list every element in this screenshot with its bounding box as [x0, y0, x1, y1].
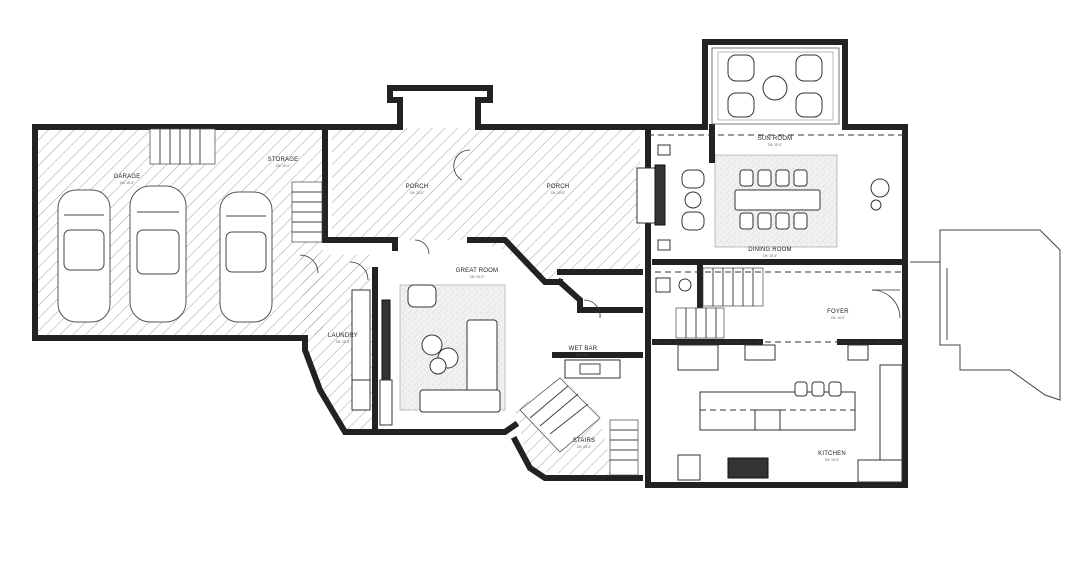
- sun-room-sub: CH: 10'-0": [768, 143, 783, 147]
- fireplace-seating: [636, 144, 705, 251]
- wet-bar-counter: [564, 359, 621, 379]
- garage-stairs: [149, 128, 216, 165]
- overhead-lines: [648, 134, 905, 411]
- exterior-deck: [910, 229, 1061, 401]
- garage-cars: [57, 185, 273, 323]
- car-middle: [129, 185, 187, 323]
- sun-room-windows: [711, 47, 840, 125]
- great-room-label: GREAT ROOM: [456, 268, 498, 274]
- car-left: [57, 189, 111, 323]
- dining-table-set: [734, 169, 890, 230]
- walls: [32, 39, 908, 488]
- laundry-label: LAUNDRY: [328, 333, 358, 339]
- porch-left-sub: CH: 10'-0": [410, 191, 425, 195]
- kitchen-label: KITCHEN: [818, 451, 846, 457]
- storage-sub: CH: 10'-0": [276, 164, 291, 168]
- garage-label: GARAGE: [114, 174, 141, 180]
- storage-label: STORAGE: [268, 157, 299, 163]
- kitchen-sub: CH: 10'-0": [825, 458, 840, 462]
- dining-room-label: DINING ROOM: [748, 247, 792, 253]
- car-right: [219, 191, 273, 323]
- great-room-furniture: [381, 284, 501, 413]
- storage-stairs: [291, 181, 323, 243]
- doors: [299, 149, 901, 319]
- foyer-sub: CH: 10'-0": [831, 316, 846, 320]
- garage-sub: CH: 10'-0": [120, 181, 135, 185]
- wet-bar-label: WET BAR: [569, 346, 598, 352]
- center-stairs: [519, 377, 639, 476]
- foyer-label: FOYER: [827, 309, 849, 315]
- great-room-sub: CH: 10'-0": [470, 275, 485, 279]
- foyer-stairs: [655, 267, 764, 339]
- kitchen-fixtures: [677, 344, 903, 483]
- wet-bar-sub: CH: 10'-0": [576, 353, 591, 357]
- sun-room-furniture: [727, 54, 823, 118]
- sun-room-label: SUN ROOM: [758, 136, 793, 142]
- porch-right-label: PORCH: [547, 184, 570, 190]
- stairs-sub: CH: 10'-0": [577, 445, 592, 449]
- dining-room-sub: CH: 10'-0": [763, 254, 778, 258]
- porch-right-sub: CH: 10'-0": [551, 191, 566, 195]
- room-labels: GARAGE CH: 10'-0" STORAGE CH: 10'-0" POR…: [114, 136, 850, 462]
- laundry-sub: CH: 10'-0": [336, 340, 351, 344]
- laundry-fixtures: [351, 289, 393, 426]
- porch-left-label: PORCH: [406, 184, 429, 190]
- stairs-label: STAIRS: [573, 438, 595, 444]
